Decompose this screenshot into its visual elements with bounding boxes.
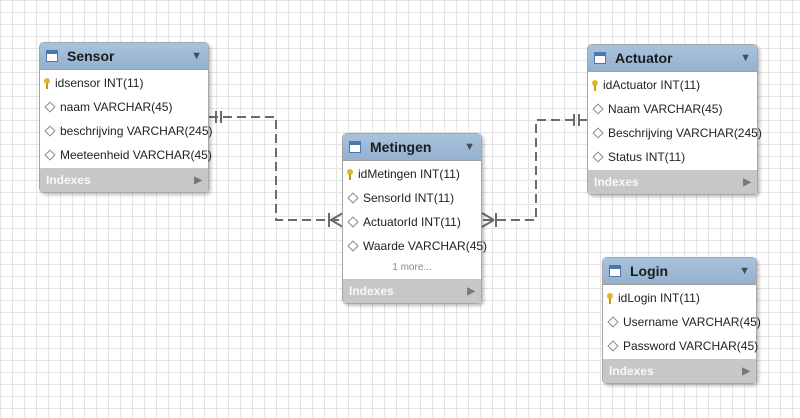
table-sensor[interactable]: Sensor ▼ idsensor INT(11) naam VARCHAR(4… — [39, 42, 213, 193]
table-title: Actuator — [615, 50, 673, 66]
table-login[interactable]: Login ▼ idLogin INT(11) Username VARCHAR… — [602, 257, 761, 384]
column-row[interactable]: idMetingen INT(11) — [343, 162, 481, 186]
column-label: idLogin INT(11) — [618, 291, 700, 305]
key-icon — [44, 77, 50, 89]
diamond-icon — [592, 127, 604, 139]
triangle-right-icon[interactable]: ▶ — [743, 176, 751, 188]
triangle-right-icon[interactable]: ▶ — [194, 174, 202, 186]
chevron-down-icon[interactable]: ▼ — [739, 265, 750, 277]
indexes-section[interactable]: Indexes ▶ — [603, 359, 756, 383]
column-row[interactable]: idLogin INT(11) — [603, 286, 756, 310]
diamond-icon — [592, 151, 604, 163]
table-header[interactable]: Actuator ▼ — [588, 45, 757, 72]
column-label: Password VARCHAR(45) — [623, 339, 759, 353]
table-actuator[interactable]: Actuator ▼ idActuator INT(11) Naam VARCH… — [587, 44, 762, 195]
column-row[interactable]: Username VARCHAR(45) — [603, 310, 761, 334]
table-icon — [46, 50, 58, 62]
chevron-down-icon[interactable]: ▼ — [191, 50, 202, 62]
key-icon — [347, 168, 353, 180]
column-label: idActuator INT(11) — [603, 78, 701, 92]
column-row[interactable]: Waarde VARCHAR(45) — [343, 234, 487, 258]
table-metingen[interactable]: Metingen ▼ idMetingen INT(11) SensorId I… — [342, 133, 487, 304]
column-row[interactable]: Beschrijving VARCHAR(245) — [588, 121, 762, 145]
table-header[interactable]: Login ▼ — [603, 258, 756, 285]
column-row[interactable]: ActuatorId INT(11) — [343, 210, 481, 234]
table-title: Metingen — [370, 139, 432, 155]
diamond-icon — [607, 340, 619, 352]
table-title: Login — [630, 263, 669, 279]
column-label: Waarde VARCHAR(45) — [363, 239, 488, 253]
column-row[interactable]: beschrijving VARCHAR(245) — [40, 119, 213, 143]
table-header[interactable]: Sensor ▼ — [40, 43, 208, 70]
diamond-icon — [44, 149, 56, 161]
column-row[interactable]: idsensor INT(11) — [40, 71, 208, 95]
column-label: Username VARCHAR(45) — [623, 315, 761, 329]
triangle-right-icon[interactable]: ▶ — [467, 285, 475, 297]
column-row[interactable]: SensorId INT(11) — [343, 186, 481, 210]
indexes-label: Indexes — [46, 173, 91, 187]
indexes-label: Indexes — [609, 364, 654, 378]
table-title: Sensor — [67, 48, 115, 64]
more-columns-link[interactable]: 1 more... — [392, 262, 432, 273]
column-label: Naam VARCHAR(45) — [608, 102, 723, 116]
column-label: Beschrijving VARCHAR(245) — [608, 126, 762, 140]
column-label: idsensor INT(11) — [55, 76, 144, 90]
key-icon — [592, 79, 598, 91]
column-label: naam VARCHAR(45) — [60, 100, 173, 114]
table-header[interactable]: Metingen ▼ — [343, 134, 481, 161]
diamond-icon — [44, 101, 56, 113]
indexes-section[interactable]: Indexes ▶ — [343, 279, 481, 303]
table-icon — [609, 265, 621, 277]
key-icon — [607, 292, 613, 304]
column-label: ActuatorId INT(11) — [363, 215, 461, 229]
column-row[interactable]: naam VARCHAR(45) — [40, 95, 208, 119]
diamond-icon — [347, 240, 359, 252]
indexes-label: Indexes — [594, 175, 639, 189]
column-row[interactable]: Meeteenheid VARCHAR(45) — [40, 143, 212, 167]
column-label: Meeteenheid VARCHAR(45) — [60, 148, 212, 162]
diamond-icon — [607, 316, 619, 328]
column-label: beschrijving VARCHAR(245) — [60, 124, 213, 138]
column-row[interactable]: Password VARCHAR(45) — [603, 334, 759, 358]
diamond-icon — [44, 125, 56, 137]
column-label: Status INT(11) — [608, 150, 686, 164]
chevron-down-icon[interactable]: ▼ — [464, 141, 475, 153]
column-row[interactable]: idActuator INT(11) — [588, 73, 757, 97]
table-icon — [594, 52, 606, 64]
relationship-actuator-metingen[interactable] — [481, 114, 588, 228]
column-label: SensorId INT(11) — [363, 191, 455, 205]
diamond-icon — [347, 216, 359, 228]
column-label: idMetingen INT(11) — [358, 167, 460, 181]
indexes-section[interactable]: Indexes ▶ — [588, 170, 757, 194]
column-row[interactable]: Naam VARCHAR(45) — [588, 97, 757, 121]
table-icon — [349, 141, 361, 153]
indexes-label: Indexes — [349, 284, 394, 298]
column-row[interactable]: Status INT(11) — [588, 145, 757, 169]
relationship-sensor-metingen[interactable] — [209, 111, 344, 228]
diamond-icon — [592, 103, 604, 115]
diamond-icon — [347, 192, 359, 204]
indexes-section[interactable]: Indexes ▶ — [40, 168, 208, 192]
triangle-right-icon[interactable]: ▶ — [742, 365, 750, 377]
chevron-down-icon[interactable]: ▼ — [740, 52, 751, 64]
